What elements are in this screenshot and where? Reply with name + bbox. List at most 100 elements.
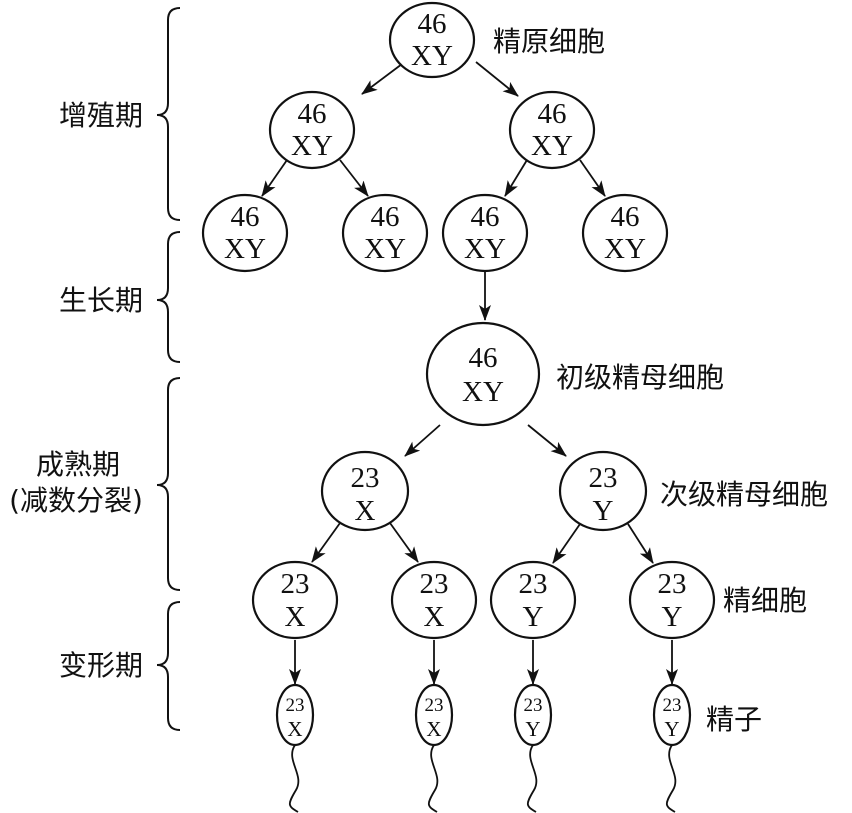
sperm: 23 Y [652,683,692,813]
cell-sex-chromosomes: Y [525,717,540,741]
arrow [404,424,441,457]
cell-outline [201,193,289,273]
cell-spermatid: 23 Y [489,560,577,640]
cell-chromosome-count: 23 [351,462,380,494]
cell-sex-chromosomes: X [285,601,306,633]
cell-chromosome-count: 23 [425,695,444,716]
cell-sex-chromosomes: Y [664,717,679,741]
cell-proliferation-2: 46 XY [201,193,289,273]
cell-spermatogonium: 46 XY [388,1,476,79]
phase-label-maturation: 成熟期 [36,448,120,481]
arrow [339,159,369,197]
arrow [579,159,606,197]
cell-chromosome-count: 46 [469,342,498,374]
arrow [552,523,581,564]
arrow [504,159,528,197]
cell-outline [320,450,410,532]
label-primary-spermatocyte: 初级精母细胞 [556,361,724,394]
cell-sex-chromosomes: X [426,717,441,741]
sperm-head [513,683,553,747]
cell-spermatid: 23 X [251,560,339,640]
cell-spermatid: 23 Y [628,560,716,640]
cell-proliferation-2: 46 XY [581,193,669,273]
brace-transformation [156,601,181,731]
cell-chromosome-count: 46 [418,8,447,40]
cell-chromosome-count: 46 [371,201,400,233]
cell-outline [489,560,577,640]
cell-chromosome-count: 23 [658,568,687,600]
cell-sex-chromosomes: XY [531,130,573,162]
cell-sex-chromosomes: XY [604,233,646,265]
brace-maturation [156,377,181,591]
cell-proliferation-2: 46 XY [341,193,429,273]
cell-spermatid: 23 X [390,560,478,640]
cell-sex-chromosomes: XY [411,40,453,72]
cell-sex-chromosomes: XY [291,130,333,162]
cell-outline [388,1,476,79]
arrow [627,523,654,564]
cell-chromosome-count: 23 [519,568,548,600]
cell-sex-chromosomes: XY [464,233,506,265]
arrow [361,63,403,95]
cell-outline [628,560,716,640]
cell-outline [390,560,478,640]
phase-label-maturation-sub: (减数分裂) [9,484,143,517]
cell-sex-chromosomes: XY [364,233,406,265]
cell-outline [425,321,541,427]
cell-chromosome-count: 23 [589,462,618,494]
cell-sex-chromosomes: Y [523,601,544,633]
cell-outline [441,193,529,273]
cell-chromosome-count: 23 [420,568,449,600]
arrows [261,61,678,685]
sperm: 23 X [414,683,454,813]
cell-sex-chromosomes: Y [593,495,614,527]
cell-secondary-spermatocyte: 23 X [320,450,410,532]
sperm: 23 X [275,683,315,813]
cell-outline [558,450,648,532]
cell-outline [268,90,356,170]
cell-primary-spermatocyte: 46 XY [425,321,541,427]
brace-proliferation [156,7,181,221]
sperm-head [414,683,454,747]
cell-sex-chromosomes: Y [662,601,683,633]
cell-sex-chromosomes: X [355,495,376,527]
cell-chromosome-count: 46 [298,98,327,130]
cell-chromosome-count: 46 [231,201,260,233]
cell-proliferation-1-left: 46 XY [268,90,356,170]
cell-chromosome-count: 23 [281,568,310,600]
cell-chromosome-count: 46 [611,201,640,233]
sperm-head [652,683,692,747]
cell-chromosome-count: 23 [663,695,682,716]
cell-sex-chromosomes: XY [224,233,266,265]
cell-outline [581,193,669,273]
sperm-tail [665,744,677,813]
cell-outline [341,193,429,273]
label-spermatid: 精细胞 [723,584,807,617]
label-secondary-spermatocyte: 次级精母细胞 [660,478,828,511]
sperm-tail [427,744,439,813]
arrow [527,424,567,457]
arrow [389,522,419,563]
cell-sex-chromosomes: X [424,601,445,633]
cell-chromosome-count: 23 [286,695,305,716]
label-sperm: 精子 [706,703,762,736]
sperm: 23 Y [513,683,553,813]
sperm-tail [526,744,538,813]
cell-secondary-spermatocyte: 23 Y [558,450,648,532]
arrow [311,522,341,563]
cell-sex-chromosomes: XY [462,376,504,408]
brace-growth [156,231,181,363]
cell-chromosome-count: 46 [538,98,567,130]
cell-chromosome-count: 23 [524,695,543,716]
phase-label-proliferation: 增殖期 [59,99,143,132]
sperm-tail [288,744,300,813]
cell-proliferation-1-right: 46 XY [508,90,596,170]
cell-proliferation-2: 46 XY [441,193,529,273]
cell-outline [508,90,596,170]
arrow [261,159,288,197]
cell-chromosome-count: 46 [471,201,500,233]
phase-label-growth: 生长期 [59,284,143,317]
label-spermatogonium: 精原细胞 [493,25,605,58]
cell-sex-chromosomes: X [287,717,302,741]
